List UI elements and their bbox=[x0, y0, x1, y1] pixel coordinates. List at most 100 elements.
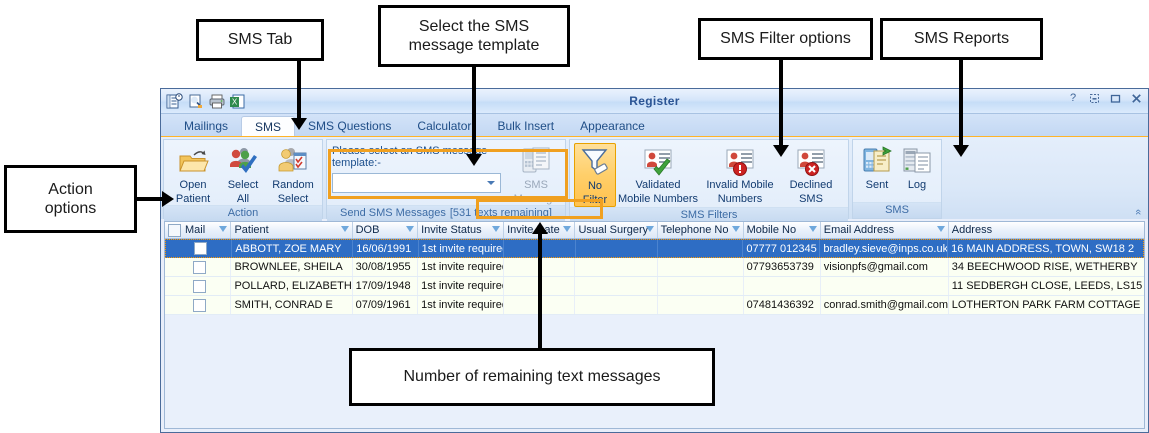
random-select-button[interactable]: Random Select bbox=[268, 143, 318, 205]
no-filter-button[interactable]: No Filter bbox=[574, 143, 616, 208]
collapse-ribbon-icon[interactable]: « bbox=[1131, 208, 1144, 216]
row-checkbox[interactable] bbox=[192, 298, 206, 312]
column-header-patient[interactable]: Patient bbox=[231, 222, 353, 238]
validated-mobile-icon bbox=[642, 145, 674, 177]
filter-icon-usual-surgery[interactable] bbox=[645, 226, 654, 232]
filter-icon-email-address[interactable] bbox=[936, 226, 945, 232]
column-header-email-address[interactable]: Email Address bbox=[821, 222, 949, 238]
column-header-address[interactable]: Address bbox=[949, 222, 1144, 238]
send-sms-messages-label: Send SMS Messages bbox=[340, 207, 446, 220]
ribbon-group-action-label: Action bbox=[164, 205, 322, 222]
minimize-icon[interactable] bbox=[1088, 92, 1100, 104]
window-controls: ? bbox=[1067, 92, 1142, 104]
cell-dob: 30/08/1955 bbox=[353, 258, 419, 276]
log-label: Log bbox=[907, 179, 927, 191]
table-row[interactable]: BROWNLEE, SHEILA 30/08/1955 1st invite r… bbox=[165, 258, 1144, 277]
cell-email-address: visionpfs@gmail.com bbox=[821, 258, 949, 276]
cell-dob: 17/09/1948 bbox=[353, 277, 419, 295]
callout-select-template-line2: message template bbox=[408, 37, 540, 54]
print-icon[interactable] bbox=[208, 93, 226, 110]
cell-patient: POLLARD, ELIZABETH bbox=[231, 277, 353, 295]
column-header-dob[interactable]: DOB bbox=[353, 222, 419, 238]
open-patient-label-2: Patient bbox=[175, 193, 211, 206]
arrowhead-action-options bbox=[162, 191, 174, 207]
print-preview-icon[interactable] bbox=[187, 93, 205, 110]
declined-sms-button[interactable]: Declined SMS bbox=[780, 143, 842, 205]
cell-usual-surgery bbox=[575, 296, 658, 314]
open-patient-label-1: Open bbox=[179, 179, 207, 191]
tab-appearance[interactable]: Appearance bbox=[580, 119, 645, 133]
cell-email-address: bradley.sieve@inps.co.uk bbox=[820, 240, 949, 257]
callout-select-template-line1: Select the SMS bbox=[418, 17, 530, 35]
open-patient-button[interactable]: Open Patient bbox=[168, 143, 218, 205]
maximize-icon[interactable] bbox=[1109, 92, 1121, 104]
tab-sms-questions[interactable]: SMS Questions bbox=[308, 119, 392, 133]
row-checkbox[interactable] bbox=[193, 242, 207, 255]
table-row[interactable]: ABBOTT, ZOE MARY 16/06/1991 1st invite r… bbox=[165, 239, 1144, 258]
random-select-label-1: Random bbox=[272, 179, 314, 191]
filter-icon-dob[interactable] bbox=[406, 226, 415, 232]
tab-mailings[interactable]: Mailings bbox=[184, 119, 229, 133]
column-header-mobile-no[interactable]: Mobile No bbox=[744, 222, 821, 238]
filter-icon-patient[interactable] bbox=[340, 226, 349, 232]
cell-mail[interactable] bbox=[166, 240, 233, 257]
column-header-usual-surgery[interactable]: Usual Surgery bbox=[575, 222, 658, 238]
help-icon[interactable]: ? bbox=[1069, 91, 1077, 104]
cell-mail[interactable] bbox=[165, 277, 232, 295]
cell-patient: ABBOTT, ZOE MARY bbox=[232, 240, 354, 257]
random-select-label-2: Select bbox=[277, 193, 309, 206]
ribbon-group-sms-body: Sent bbox=[853, 140, 941, 202]
sent-button[interactable]: Sent bbox=[857, 143, 897, 191]
cell-telephone-no bbox=[658, 240, 744, 257]
callout-sms-reports-label: SMS Reports bbox=[913, 30, 1010, 48]
sms-message-button[interactable]: SMS Message bbox=[507, 143, 565, 205]
leader-action-options bbox=[137, 197, 167, 201]
column-header-address-label: Address bbox=[951, 224, 993, 236]
cell-mail[interactable] bbox=[165, 258, 232, 276]
tab-sms[interactable]: SMS bbox=[241, 116, 296, 136]
column-header-patient-label: Patient bbox=[234, 224, 269, 236]
table-row[interactable]: SMITH, CONRAD E 07/09/1961 1st invite re… bbox=[165, 296, 1144, 315]
column-header-mobile-no-label: Mobile No bbox=[746, 224, 797, 236]
table-row[interactable]: POLLARD, ELIZABETH 17/09/1948 1st invite… bbox=[165, 277, 1144, 296]
filter-icon-telephone-no[interactable] bbox=[731, 226, 740, 232]
tab-bulk-insert[interactable]: Bulk Insert bbox=[497, 119, 555, 133]
log-button[interactable]: Log bbox=[897, 143, 937, 191]
filter-icon-invite-status[interactable] bbox=[492, 226, 501, 232]
column-header-telephone-no[interactable]: Telephone No bbox=[658, 222, 744, 238]
invalid-mobile-numbers-button[interactable]: Invalid Mobile Numbers bbox=[700, 143, 780, 205]
close-icon[interactable] bbox=[1130, 92, 1142, 104]
cell-usual-surgery bbox=[576, 240, 658, 257]
row-checkbox[interactable] bbox=[192, 260, 206, 274]
cell-mail[interactable] bbox=[165, 296, 232, 314]
row-checkbox[interactable] bbox=[192, 279, 206, 293]
select-all-checkbox[interactable] bbox=[168, 223, 181, 237]
excel-export-icon[interactable]: X bbox=[229, 93, 247, 110]
chevron-down-icon[interactable] bbox=[487, 181, 495, 185]
filter-icon-invite-date[interactable] bbox=[563, 226, 572, 232]
select-all-button[interactable]: Select All bbox=[218, 143, 268, 205]
cell-address: 16 MAIN ADDRESS, TOWN, SW18 2 bbox=[951, 242, 1135, 255]
tab-calculator[interactable]: Calculator bbox=[417, 119, 472, 133]
callout-sms-tab-label: SMS Tab bbox=[227, 31, 293, 49]
callout-remaining-texts-label: Number of remaining text messages bbox=[403, 368, 661, 386]
leader-sms-reports bbox=[959, 60, 963, 148]
sms-template-select[interactable] bbox=[332, 173, 501, 193]
filter-icon-mobile-no[interactable] bbox=[808, 226, 817, 232]
leader-remaining-texts bbox=[538, 228, 542, 348]
column-header-invite-status[interactable]: Invite Status bbox=[418, 222, 505, 238]
window-titlebar: X Register ? bbox=[161, 89, 1148, 114]
validated-mobile-numbers-button[interactable]: Validated Mobile Numbers bbox=[616, 143, 700, 205]
column-header-mail[interactable]: Mail bbox=[165, 222, 232, 238]
ribbon-group-action-body: Open Patient bbox=[164, 140, 322, 205]
patient-grid: Mail Patient DOB Invite Status Invite Da… bbox=[164, 221, 1145, 429]
leader-sms-tab bbox=[297, 61, 301, 121]
window-title: Register bbox=[629, 94, 680, 108]
filter-icon-mail[interactable] bbox=[219, 226, 228, 232]
ribbon-tabstrip: Mailings SMS SMS Questions Calculator Bu… bbox=[161, 114, 1148, 137]
ribbon-group-sms-filters-body: No Filter bbox=[570, 140, 848, 208]
cell-telephone-no bbox=[658, 258, 744, 276]
callout-remaining-texts: Number of remaining text messages bbox=[349, 348, 715, 406]
cell-usual-surgery bbox=[575, 277, 658, 295]
register-icon[interactable] bbox=[166, 92, 184, 110]
